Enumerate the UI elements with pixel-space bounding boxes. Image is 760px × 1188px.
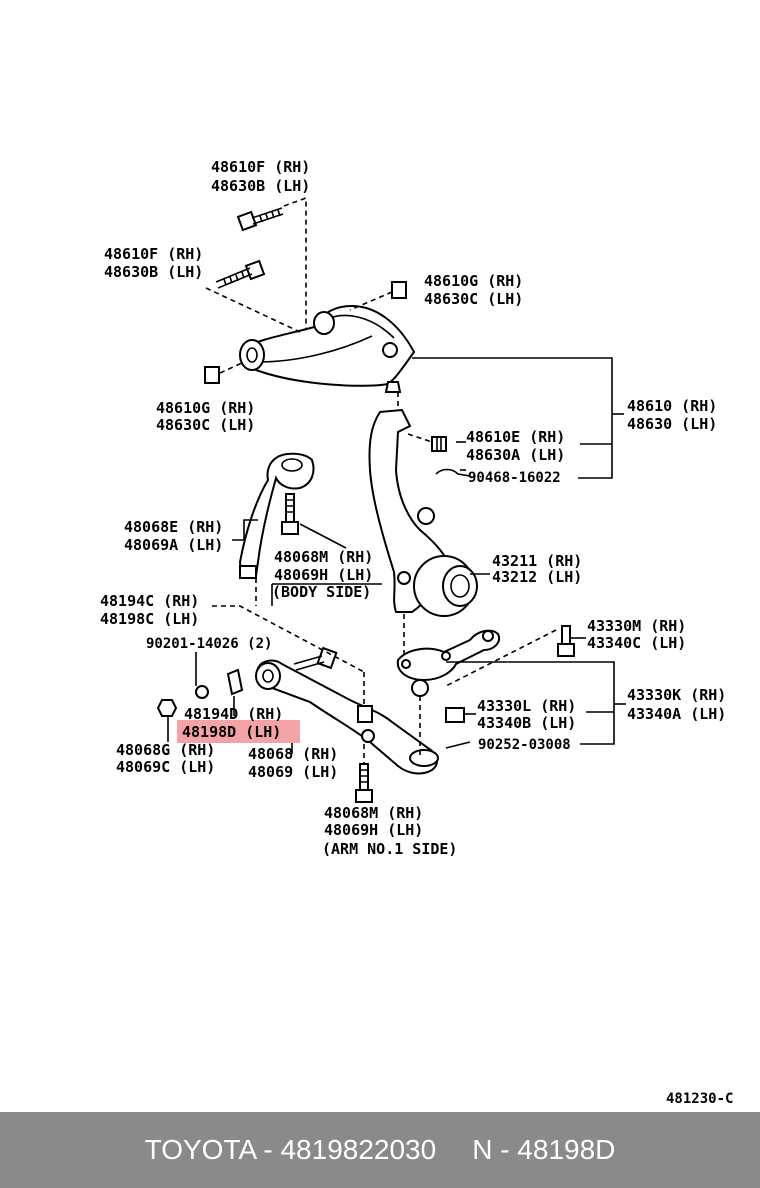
label-ball-joint-lh: 43340A (LH) (627, 705, 726, 723)
upper-bolt-mid (215, 259, 266, 289)
label-bolt-body-lh: 48069H (LH) (274, 566, 373, 584)
castle-nut (431, 436, 447, 452)
upper-bolt-top (236, 207, 284, 232)
label-bolt-top-lh: 48630B (LH) (211, 177, 310, 195)
ball-joint-nut (445, 707, 465, 723)
label-nut-upper-rh: 48610G (RH) (424, 272, 523, 290)
label-lower-arm-lh: 48069 (LH) (248, 763, 338, 781)
label-strut-rod-rh: 48068E (RH) (124, 518, 223, 536)
lower-bolt-arm-side (355, 763, 373, 803)
label-ball-bolt-rh: 43330M (RH) (587, 617, 686, 635)
upper-nut-left (204, 366, 220, 384)
label-nut-arm-lh: 48069C (LH) (116, 758, 215, 776)
label-lower-arm-rh: 48068 (RH) (248, 745, 338, 763)
footer-part-number: TOYOTA - 4819822030 (144, 1134, 437, 1165)
ball-joint (396, 629, 500, 697)
ball-joint-bolt (557, 625, 575, 657)
label-bush-lh: 48198C (LH) (100, 610, 199, 628)
lower-arm (255, 659, 439, 775)
label-ball-nut-lh: 43340B (LH) (477, 714, 576, 732)
label-cotter-pin-a: 90468-16022 (468, 470, 561, 486)
parts-diagram: 48610F (RH) 48630B (LH) 48610F (RH) 4863… (100, 158, 733, 1107)
steering-knuckle (368, 408, 478, 617)
highlight-box (177, 720, 300, 743)
label-knuckle-rh: 43211 (RH) (492, 552, 582, 570)
strut-rod (238, 452, 315, 580)
label-upper-arm-lh: 48630 (LH) (627, 415, 717, 433)
upper-control-arm (239, 304, 416, 393)
footer-n-code: N - 48198D (472, 1134, 616, 1165)
label-washer: 90201-14026 (2) (146, 636, 272, 652)
label-strut-rod-lh: 48069A (LH) (124, 536, 223, 554)
label-bolt-arm-lh: 48069H (LH) (324, 821, 423, 839)
label-bolt-body-rh: 48068M (RH) (274, 548, 373, 566)
label-bush-rh: 48194C (RH) (100, 592, 199, 610)
label-bolt-mid-rh: 48610F (RH) (104, 245, 203, 263)
label-ball-joint-rh: 43330K (RH) (627, 686, 726, 704)
label-bolt-mid-lh: 48630B (LH) (104, 263, 203, 281)
washer-small (195, 685, 209, 699)
cotter-pin-lower (445, 741, 471, 749)
label-nut-lower-rh: 48610G (RH) (156, 399, 255, 417)
label-ball-bolt-lh: 43340C (LH) (587, 634, 686, 652)
label-castle-nut-rh: 48610E (RH) (466, 428, 565, 446)
label-ball-nut-rh: 43330L (RH) (477, 697, 576, 715)
footer-bar: TOYOTA - 4819822030 N - 48198D (0, 1112, 760, 1188)
label-bolt-arm-rh: 48068M (RH) (324, 804, 423, 822)
bolt-body-side (281, 493, 299, 535)
label-nut-arm-rh: 48068G (RH) (116, 741, 215, 759)
label-nut-upper-lh: 48630C (LH) (424, 290, 523, 308)
upper-nut-right (391, 281, 407, 299)
label-cotter-pin-b: 90252-03008 (478, 737, 571, 753)
label-body-side: (BODY SIDE) (272, 583, 371, 601)
lower-arm-bolt (293, 646, 338, 671)
diagram-code: 481230-C (666, 1091, 733, 1107)
label-small-bush-lh-highlighted: 48198D (LH) (182, 723, 281, 741)
label-bolt-top-rh: 48610F (RH) (211, 158, 310, 176)
label-knuckle-lh: 43212 (LH) (492, 568, 582, 586)
cotter-pin-upper (435, 468, 471, 477)
label-small-bush-rh: 48194D (RH) (184, 705, 283, 723)
label-arm-side: (ARM NO.1 SIDE) (322, 840, 457, 858)
label-castle-nut-lh: 48630A (LH) (466, 446, 565, 464)
arm-nut (156, 699, 178, 717)
small-bush (226, 668, 244, 696)
label-upper-arm-rh: 48610 (RH) (627, 397, 717, 415)
label-nut-lower-lh: 48630C (LH) (156, 416, 255, 434)
